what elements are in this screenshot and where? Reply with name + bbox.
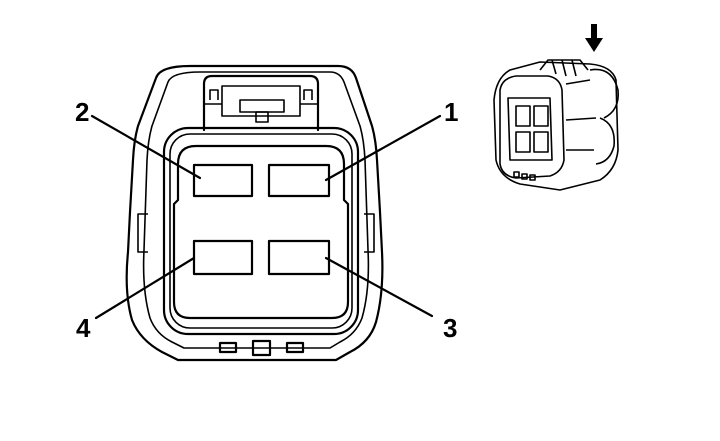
leader-line-2 xyxy=(90,114,202,180)
cavity-frame-outer xyxy=(162,126,360,336)
cavity-frame-inner xyxy=(172,144,350,320)
arrow-down-icon xyxy=(585,24,603,52)
right-rib xyxy=(364,213,375,253)
pin-label-1: 1 xyxy=(444,97,458,127)
terminal-cavity-2 xyxy=(192,163,254,198)
pin-label-3: 3 xyxy=(443,313,457,343)
connector-housing-inner xyxy=(142,71,370,349)
leader-line-4 xyxy=(94,256,196,320)
key-slot-right xyxy=(285,341,305,354)
terminal-cavity-1 xyxy=(267,163,331,198)
key-slot-center xyxy=(251,339,272,357)
key-slot-left xyxy=(218,341,238,354)
leader-line-1 xyxy=(324,114,442,182)
terminal-cavity-4 xyxy=(192,239,254,276)
connector-isometric-view xyxy=(493,24,620,191)
cavity-frame-middle xyxy=(169,133,353,329)
pin-label-2: 2 xyxy=(75,97,89,127)
terminal-cavity-3 xyxy=(267,239,331,276)
connector-front-view: 2 1 4 3 xyxy=(75,64,458,362)
pin-label-4: 4 xyxy=(76,313,91,343)
latch-tab xyxy=(202,74,320,132)
leader-line-3 xyxy=(324,256,434,318)
connector-housing-outline xyxy=(125,64,384,362)
left-rib xyxy=(137,213,148,253)
